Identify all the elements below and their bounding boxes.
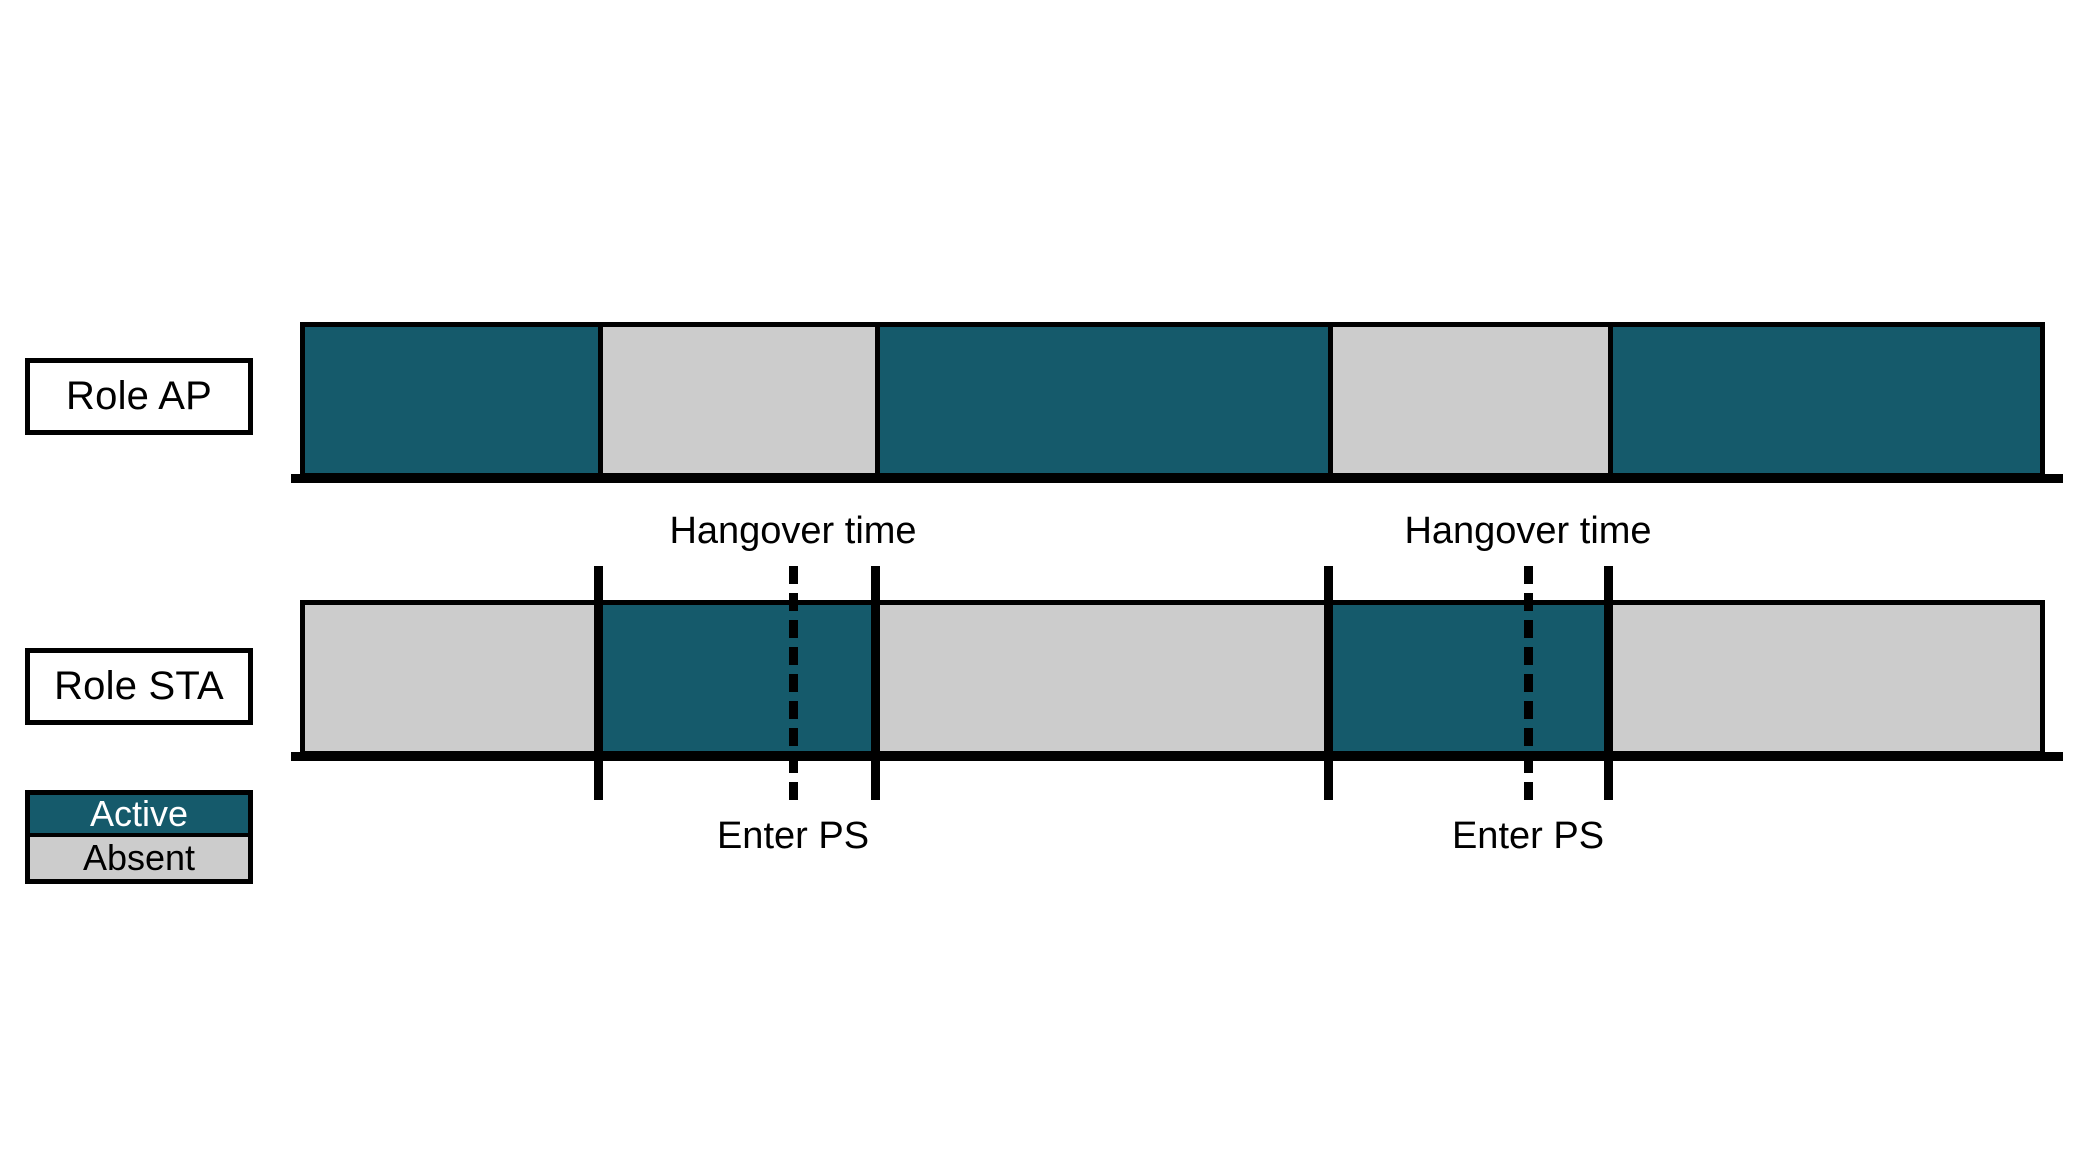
role-sta-label-box: Role STA bbox=[25, 648, 253, 725]
tick-marker-2 bbox=[871, 566, 880, 800]
dashed-event-line-2 bbox=[1524, 566, 1533, 800]
legend-item-absent: Absent bbox=[30, 837, 248, 879]
annotation-enter-ps-2: Enter PS bbox=[1451, 815, 1605, 857]
segment-role-ap-0-active bbox=[300, 322, 603, 478]
segment-role-sta-3-active bbox=[1328, 600, 1613, 756]
segment-role-sta-1-active bbox=[598, 600, 880, 756]
legend-item-active: Active bbox=[30, 793, 248, 837]
segment-role-ap-2-active bbox=[875, 322, 1333, 478]
timeline-baseline-ap bbox=[291, 474, 2063, 483]
role-ap-label-box: Role AP bbox=[25, 358, 253, 435]
role-ap-label-text: Role AP bbox=[66, 374, 212, 418]
segment-role-ap-3-absent bbox=[1328, 322, 1613, 478]
legend: Active Absent bbox=[25, 790, 253, 884]
legend-absent-label: Absent bbox=[82, 837, 196, 878]
timeline-baseline-sta bbox=[291, 752, 2063, 761]
legend-active-label: Active bbox=[89, 793, 189, 834]
annotation-enter-ps-1: Enter PS bbox=[716, 815, 870, 857]
role-sta-label-text: Role STA bbox=[54, 664, 224, 708]
tick-marker-3 bbox=[1324, 566, 1333, 800]
annotation-hangover-time-2: Hangover time bbox=[1404, 510, 1652, 552]
segment-role-ap-4-active bbox=[1608, 322, 2045, 478]
timeline-row-ap bbox=[300, 322, 2045, 478]
timeline-row-sta bbox=[300, 600, 2045, 756]
dashed-event-line-1 bbox=[789, 566, 798, 800]
annotation-hangover-time-1: Hangover time bbox=[669, 510, 917, 552]
tick-marker-1 bbox=[594, 566, 603, 800]
segment-role-sta-4-absent bbox=[1608, 600, 2045, 756]
segment-role-sta-2-absent bbox=[875, 600, 1333, 756]
tick-marker-4 bbox=[1604, 566, 1613, 800]
segment-role-ap-1-absent bbox=[598, 322, 880, 478]
segment-role-sta-0-absent bbox=[300, 600, 603, 756]
